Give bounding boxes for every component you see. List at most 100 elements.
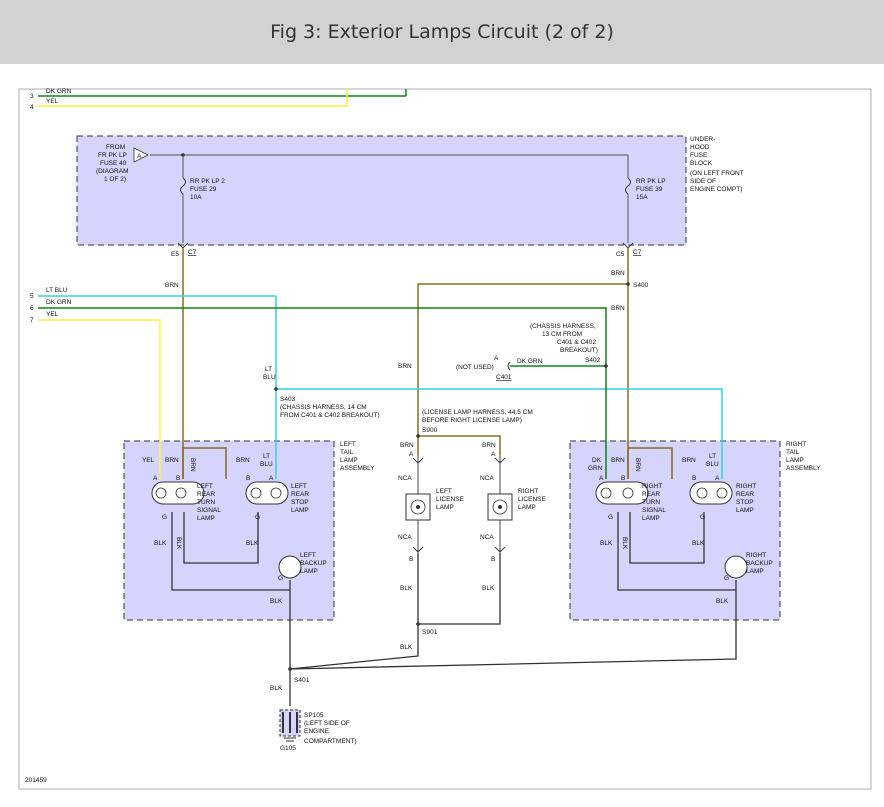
right-license-nca-bottom: NCA xyxy=(480,534,494,541)
left-stop-lamp-icon xyxy=(245,481,289,505)
left-stop-label-2: STOP xyxy=(291,499,309,506)
splice-s401-dot xyxy=(288,667,292,671)
ground-name-label: SP105 xyxy=(304,712,324,719)
fuse-block-label-3: BLOCK xyxy=(690,160,713,167)
left-backup-blk-label: BLK xyxy=(270,598,283,605)
left-turn-label-2: TURN xyxy=(197,499,215,506)
left-stop-label-1: REAR xyxy=(291,491,309,498)
right-license-label-2: LAMP xyxy=(518,504,536,511)
s900-note-0: (LICENSE LAMP HARNESS, 44.5 CM xyxy=(422,409,533,416)
fuse-block-label-0: UNDER- xyxy=(690,136,715,143)
splice-s403-label: S403 xyxy=(280,396,296,403)
left-backup-lamp-icon xyxy=(278,555,302,579)
left-stop-lt-label: LT xyxy=(263,453,270,460)
right-turn-label-0: RIGHT xyxy=(642,483,662,490)
left-assembly-label-1: TAIL xyxy=(340,449,354,456)
right-turn-pin-g: G xyxy=(608,514,613,521)
lt-blu-label-s403: LT xyxy=(265,366,272,373)
left-vertical-blk-label: BLK xyxy=(175,537,182,550)
from-label-1: FR PK LP xyxy=(98,152,127,159)
right-turn-pin-a: A xyxy=(599,475,604,482)
connector-c5-ref: C7 xyxy=(633,249,642,256)
left-stop-pin-g: G xyxy=(255,514,260,521)
right-license-blk-label: BLK xyxy=(482,585,495,592)
splice-s901-label: S901 xyxy=(422,629,438,636)
left-backup-label-0: LEFT xyxy=(300,552,316,559)
fuse-block-label-5: SIDE OF xyxy=(690,178,716,185)
left-turn-pin-b: B xyxy=(176,475,180,482)
fuse-block-label-6: ENGINE COMPT) xyxy=(690,186,742,193)
left-tail-lamp-box xyxy=(123,440,335,621)
top-yel-label: YEL xyxy=(46,98,59,105)
right-vertical-blk-label: BLK xyxy=(621,537,628,550)
brn-label-e5: BRN xyxy=(165,282,179,289)
c401-ref-label: C401 xyxy=(496,374,512,381)
left-turn-brn-label: BRN xyxy=(165,457,179,464)
fuse-39-label-0: RR PK LP xyxy=(636,178,666,185)
circuit-svg: 3 DK GRN 4 YEL A FROM FR PK LP FUSE 40 (… xyxy=(18,88,872,790)
right-license-nca-top: NCA xyxy=(480,475,494,482)
fuse-block-label-2: FUSE xyxy=(690,152,708,159)
input-yel-label: YEL xyxy=(46,311,59,318)
s402-note-2: C401 & C402 xyxy=(557,339,596,346)
left-stop-label-3: LAMP xyxy=(291,507,309,514)
brn-label-right: BRN xyxy=(611,305,625,312)
left-turn-label-3: SIGNAL xyxy=(197,507,221,514)
left-assembly-label-0: LEFT xyxy=(340,441,356,448)
license-connector-icons xyxy=(412,455,506,553)
s900-note-1: BEFORE RIGHT LICENSE LAMP) xyxy=(422,417,522,424)
splice-s403-dot xyxy=(274,387,278,391)
right-assembly-label-1: TAIL xyxy=(786,449,800,456)
ground-note-1: ENGINE xyxy=(304,728,330,735)
left-turn-label-4: LAMP xyxy=(197,515,215,522)
right-stop-label-0: RIGHT xyxy=(736,483,756,490)
left-yel-label: YEL xyxy=(142,457,155,464)
left-license-pin-b: B xyxy=(409,556,413,563)
input-dk-grn-label: DK GRN xyxy=(46,299,72,306)
s402-note-1: 13 CM FROM xyxy=(542,331,582,338)
left-backup-label-2: LAMP xyxy=(300,568,318,575)
left-turn-blk-label: BLK xyxy=(154,540,167,547)
left-turn-label-0: LEFT xyxy=(197,483,213,490)
right-vertical-brn-label: BRN xyxy=(634,458,641,472)
right-stop-pin-b: B xyxy=(692,475,696,482)
right-grn-label: GRN xyxy=(588,465,603,472)
splice-s400-label: S400 xyxy=(633,282,649,289)
left-license-label-1: LICENSE xyxy=(436,496,464,503)
right-turn-label-1: REAR xyxy=(642,491,660,498)
left-turn-lamp-icon xyxy=(151,481,205,505)
figure-header: Fig 3: Exterior Lamps Circuit (2 of 2) xyxy=(0,0,884,64)
lt-blu-wires xyxy=(38,295,723,479)
c401-dk-grn-label: DK GRN xyxy=(517,358,543,365)
right-stop-label-3: LAMP xyxy=(736,507,754,514)
right-backup-label-1: BACKUP xyxy=(746,560,773,567)
pin-3-label: 3 xyxy=(30,93,34,100)
c401-pin-label: A xyxy=(494,355,499,362)
right-assembly-label-3: ASSEMBLY xyxy=(786,465,821,472)
fuse-39-icon xyxy=(625,177,631,195)
connector-c5-label: C5 xyxy=(616,251,625,258)
pin-5-label: 5 xyxy=(30,293,34,300)
left-vertical-brn-label: BRN xyxy=(189,458,196,472)
blk-wires xyxy=(171,512,737,706)
labels: 5 LT BLU 6 DK GRN 7 YEL BRN BRN BRN BRN … xyxy=(25,270,821,784)
fuse-29-label-1: FUSE 29 xyxy=(190,186,217,193)
pin-6-label: 6 xyxy=(30,305,34,312)
s402-note-0: (CHASSIS HARNESS, xyxy=(530,323,596,330)
right-backup-label-0: RIGHT xyxy=(746,552,766,559)
left-turn-pin-g: G xyxy=(162,514,167,521)
ground-note-2: COMPARTMENT) xyxy=(304,738,356,745)
right-dk-label: DK xyxy=(592,457,602,464)
right-stop-label-1: REAR xyxy=(736,491,754,498)
left-license-label-2: LAMP xyxy=(436,504,454,511)
from-label-2: FUSE 40 xyxy=(100,160,127,167)
from-connector-arrow xyxy=(133,147,149,163)
right-turn-brn-label: BRN xyxy=(611,457,625,464)
connector-e5-label: E5 xyxy=(171,251,179,258)
splice-s402-label: S402 xyxy=(585,357,601,364)
splice-s402-dot xyxy=(604,364,608,368)
right-backup-pin-g: G xyxy=(724,575,729,582)
splice-s901-dot xyxy=(416,622,420,626)
right-license-label-0: RIGHT xyxy=(518,488,538,495)
input-lt-blu-label: LT BLU xyxy=(46,287,68,294)
